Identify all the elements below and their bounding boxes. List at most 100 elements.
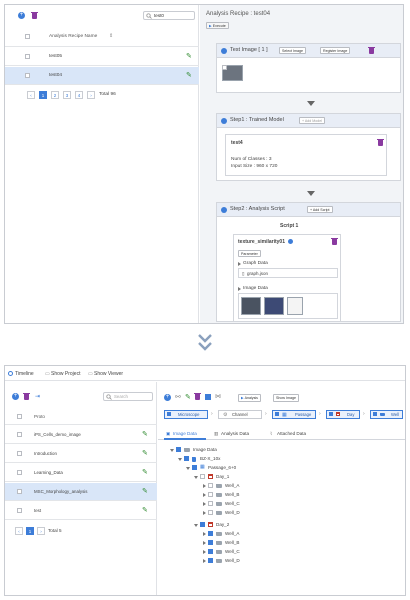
tree-node[interactable]: Day_1 bbox=[194, 473, 314, 481]
link-icon[interactable]: ⚯ bbox=[175, 394, 181, 401]
node-checkbox[interactable] bbox=[200, 522, 205, 527]
parameter-button[interactable]: Parameter bbox=[238, 250, 261, 257]
node-checkbox[interactable] bbox=[184, 456, 189, 461]
delete-icon[interactable] bbox=[368, 47, 375, 54]
import-icon[interactable]: ⇥ bbox=[35, 394, 41, 400]
tab-image-data[interactable]: ▣ Image Data bbox=[164, 428, 206, 440]
row-checkbox[interactable] bbox=[17, 470, 22, 475]
info-icon[interactable] bbox=[288, 239, 293, 244]
breadcrumb-microscope[interactable]: Microscope bbox=[164, 410, 208, 419]
show-image-button[interactable]: Show Image bbox=[273, 394, 299, 402]
delete-icon[interactable] bbox=[377, 139, 384, 146]
node-checkbox[interactable] bbox=[200, 474, 205, 479]
node-checkbox[interactable] bbox=[208, 510, 213, 515]
page-button[interactable]: 2 bbox=[51, 91, 59, 99]
edit-icon[interactable]: ✎ bbox=[142, 488, 148, 495]
tab-attached-data[interactable]: ⌇ Attached Data bbox=[268, 428, 318, 440]
delete-icon[interactable] bbox=[23, 393, 30, 400]
row-checkbox[interactable] bbox=[25, 54, 30, 59]
expand-icon[interactable] bbox=[238, 262, 241, 266]
add-script-button[interactable]: + Add Script bbox=[307, 206, 333, 213]
expand-icon[interactable] bbox=[238, 287, 241, 291]
image-thumbnail[interactable] bbox=[241, 297, 261, 315]
show-viewer-button[interactable]: Show Viewer bbox=[94, 371, 124, 377]
node-checkbox[interactable] bbox=[208, 492, 213, 497]
timeline-button[interactable]: Timeline bbox=[15, 371, 34, 377]
add-icon[interactable]: + bbox=[18, 12, 25, 19]
search-input[interactable]: Search bbox=[103, 392, 153, 401]
model-item[interactable]: test4 Num of Classes : 3 Input Size : 96… bbox=[225, 134, 387, 176]
add-model-button[interactable]: + Add Model bbox=[299, 117, 326, 124]
add-icon[interactable]: + bbox=[164, 394, 171, 401]
page-button[interactable]: 1 bbox=[26, 527, 34, 535]
analysis-button[interactable]: ▶ Analysis bbox=[238, 394, 261, 402]
row-checkbox[interactable] bbox=[17, 432, 22, 437]
search-input[interactable]: test0 bbox=[143, 11, 195, 20]
node-checkbox[interactable] bbox=[208, 549, 213, 554]
row-checkbox[interactable] bbox=[17, 451, 22, 456]
tree-node[interactable]: Well_A bbox=[202, 530, 322, 538]
edit-icon[interactable]: ✎ bbox=[186, 53, 192, 60]
table-row[interactable]: Introduction ✎ bbox=[5, 445, 157, 463]
share-icon[interactable]: ⋈ bbox=[215, 394, 221, 400]
collapse-icon[interactable] bbox=[170, 449, 174, 452]
node-checkbox[interactable] bbox=[192, 465, 197, 470]
breadcrumb-day[interactable]: Day bbox=[326, 410, 360, 419]
tree-node[interactable]: Well_B bbox=[202, 491, 322, 499]
expand-icon[interactable] bbox=[203, 541, 206, 545]
node-checkbox[interactable] bbox=[208, 540, 213, 545]
delete-icon[interactable] bbox=[331, 238, 338, 245]
expand-icon[interactable] bbox=[203, 493, 206, 497]
sort-icon[interactable]: ⇕ bbox=[109, 33, 114, 39]
expand-icon[interactable] bbox=[203, 550, 206, 554]
node-checkbox[interactable] bbox=[176, 447, 181, 452]
graph-file[interactable]: ▯ graph.json bbox=[238, 268, 338, 278]
node-checkbox[interactable] bbox=[208, 501, 213, 506]
tree-node[interactable]: Well_C bbox=[202, 500, 322, 508]
folder-icon[interactable] bbox=[205, 394, 211, 400]
collapse-icon[interactable] bbox=[194, 476, 198, 479]
execute-button[interactable]: ▶ Execute bbox=[206, 22, 229, 29]
image-thumbnail[interactable] bbox=[264, 297, 284, 315]
add-icon[interactable]: + bbox=[12, 393, 19, 400]
table-row[interactable]: iPS_Cells_demo_image ✎ bbox=[5, 426, 157, 444]
node-checkbox[interactable] bbox=[208, 483, 213, 488]
tree-node[interactable]: ▦ Passage_6+0 bbox=[186, 464, 306, 472]
tree-node[interactable]: Well_A bbox=[202, 482, 322, 490]
table-row[interactable]: test05 ✎ bbox=[5, 48, 199, 66]
delete-icon[interactable] bbox=[194, 393, 201, 400]
table-row-selected[interactable]: test04 ✎ bbox=[5, 67, 199, 85]
page-button[interactable]: 4 bbox=[75, 91, 83, 99]
page-prev[interactable]: ‹ bbox=[15, 527, 23, 535]
collapse-icon[interactable] bbox=[178, 458, 182, 461]
breadcrumb-channel[interactable]: ⚙ Channel bbox=[218, 410, 262, 419]
image-thumbnail[interactable] bbox=[222, 65, 243, 81]
select-all-checkbox[interactable] bbox=[17, 414, 22, 419]
page-button[interactable]: 3 bbox=[63, 91, 71, 99]
table-row[interactable]: test ✎ bbox=[5, 502, 157, 520]
document-thumbnail[interactable] bbox=[287, 297, 303, 315]
table-row[interactable]: Learning_Data ✎ bbox=[5, 464, 157, 482]
row-checkbox[interactable] bbox=[17, 489, 22, 494]
select-all-checkbox[interactable] bbox=[25, 34, 30, 39]
collapse-icon[interactable] bbox=[186, 467, 190, 470]
page-prev[interactable]: ‹ bbox=[27, 91, 35, 99]
thumbnail-checkbox[interactable] bbox=[222, 65, 227, 70]
edit-icon[interactable]: ✎ bbox=[186, 72, 192, 79]
breadcrumb-passage[interactable]: ▦ Passage bbox=[272, 410, 316, 419]
tree-node[interactable]: BZ-X_10x bbox=[178, 455, 298, 463]
edit-icon[interactable]: ✎ bbox=[142, 507, 148, 514]
edit-icon[interactable]: ✎ bbox=[142, 431, 148, 438]
row-checkbox[interactable] bbox=[17, 508, 22, 513]
expand-icon[interactable] bbox=[203, 559, 206, 563]
expand-icon[interactable] bbox=[203, 484, 206, 488]
node-checkbox[interactable] bbox=[208, 558, 213, 563]
tree-node[interactable]: Well_D bbox=[202, 509, 322, 517]
show-project-button[interactable]: Show Project bbox=[51, 371, 81, 377]
tree-node[interactable]: Well_C bbox=[202, 548, 322, 556]
tree-node[interactable]: Image Data bbox=[170, 446, 290, 454]
node-checkbox[interactable] bbox=[208, 531, 213, 536]
tree-node[interactable]: Well_B bbox=[202, 539, 322, 547]
breadcrumb-well[interactable]: Well bbox=[370, 410, 403, 419]
register-image-button[interactable]: Register Image bbox=[320, 47, 351, 54]
